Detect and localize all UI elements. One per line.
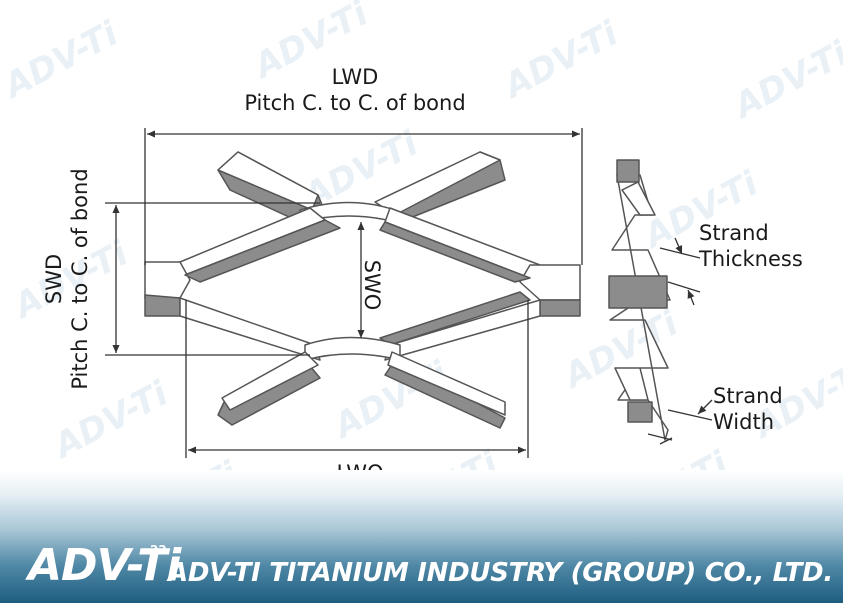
- lwd-label-pitch: Pitch C. to C. of bond: [244, 91, 466, 115]
- node-left-edge: [144, 294, 181, 317]
- swd-label-title: SWD: [42, 253, 66, 305]
- node-right-edge: [539, 299, 581, 317]
- strand-lower-left-inner: [179, 297, 321, 361]
- strand-thickness-label: Strand Thickness: [699, 220, 803, 272]
- strand-width-line1: Strand: [713, 384, 783, 408]
- diamond-inner-upper-right-shadow: [379, 221, 531, 283]
- thickness-leader-lower: [667, 281, 701, 293]
- section-step-upper: [621, 181, 656, 216]
- swo-label: SWO: [360, 259, 384, 311]
- strand-lower-right-inner: [384, 299, 541, 361]
- section-view: [608, 159, 671, 441]
- swd-label-pitch: Pitch C. to C. of bond: [68, 168, 92, 390]
- company-logo-superscript: 22: [150, 543, 167, 557]
- strand-width-line2: Width: [713, 410, 775, 434]
- dimension-lines: [105, 128, 583, 458]
- lwd-label-title: LWD: [331, 65, 379, 89]
- node-right: [519, 264, 581, 301]
- swd-label: SWD Pitch C. to C. of bond: [41, 154, 93, 404]
- section-block-bottom: [627, 401, 653, 423]
- width-arrow-left: [659, 437, 673, 445]
- strand-bottom-right-face: [387, 351, 506, 416]
- width-arrow-right: [697, 399, 713, 415]
- node-left: [144, 261, 191, 299]
- width-leader-right: [667, 409, 713, 421]
- diamond-inner-upper-left-shadow: [184, 219, 341, 283]
- strand-thickness-line1: Strand: [699, 221, 769, 245]
- lwd-label: LWD Pitch C. to C. of bond: [230, 64, 480, 116]
- thickness-arrow-lower: [687, 289, 695, 306]
- strand-thickness-line2: Thickness: [699, 247, 803, 271]
- company-logo: ADV-Ti: [28, 540, 181, 591]
- thickness-arrow-upper: [674, 237, 683, 255]
- node-lower: [304, 336, 401, 361]
- section-dimensions: [647, 237, 713, 445]
- mesh-strands: [144, 151, 581, 429]
- strand-bottom-left-face: [221, 351, 319, 411]
- width-leader-left: [647, 433, 673, 441]
- footer-banner: [0, 470, 843, 603]
- section-step-lower: [614, 367, 649, 401]
- section-block-top: [616, 159, 640, 183]
- section-block-mid: [608, 275, 668, 309]
- strand-width-label: Strand Width: [713, 383, 783, 435]
- strand-top-left-face: [217, 151, 319, 211]
- company-name: ADV-TI TITANIUM INDUSTRY (GROUP) CO., LT…: [168, 558, 833, 588]
- strand-upper-right-inner: [384, 207, 541, 279]
